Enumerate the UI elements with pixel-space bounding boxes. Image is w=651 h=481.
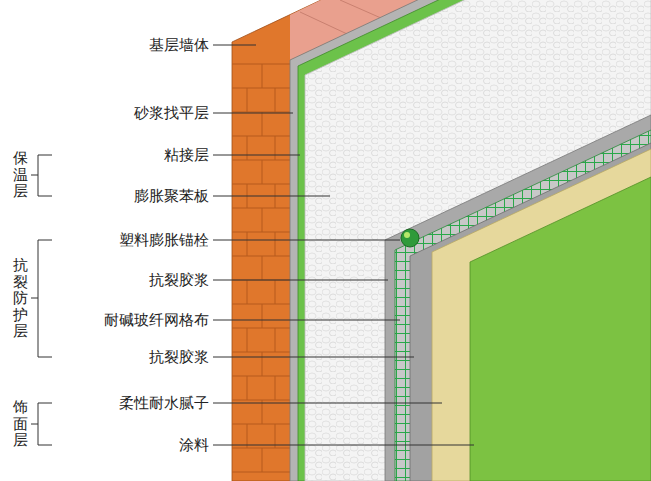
layer-label: 粘接层 bbox=[164, 146, 209, 164]
layer-label: 柔性耐水腻子 bbox=[119, 394, 209, 412]
group-label: 保温层 bbox=[13, 150, 28, 200]
group-label: 饰面层 bbox=[13, 399, 28, 449]
layer-label: 耐碱玻纤网格布 bbox=[104, 311, 209, 329]
layer-label: 塑料膨胀锚栓 bbox=[119, 231, 209, 249]
layer-label: 涂料 bbox=[179, 436, 209, 454]
layer-label: 砂浆找平层 bbox=[134, 104, 209, 122]
layer-label: 基层墙体 bbox=[149, 36, 209, 54]
layer-label: 膨胀聚苯板 bbox=[134, 187, 209, 205]
layer-label: 抗裂胶浆 bbox=[149, 348, 209, 366]
layer-label: 抗裂胶浆 bbox=[149, 271, 209, 289]
group-label: 抗裂防护层 bbox=[13, 257, 28, 340]
